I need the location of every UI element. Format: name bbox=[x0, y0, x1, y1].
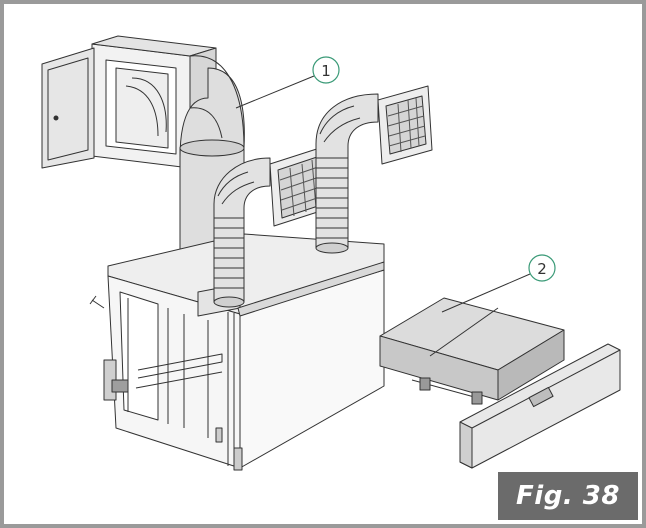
flexible-duct-right bbox=[315, 93, 379, 254]
callout-2: 2 bbox=[528, 254, 556, 282]
callout-1-number: 1 bbox=[321, 62, 331, 80]
vent-grille-left bbox=[269, 145, 331, 227]
callout-2-leader bbox=[441, 273, 531, 313]
stove-assembly-drawing: 1 2 bbox=[41, 35, 621, 471]
stove-body bbox=[89, 233, 385, 471]
vent-grille-right bbox=[377, 85, 433, 165]
callout-1-leader bbox=[235, 75, 315, 109]
figure-label: Fig. 38 bbox=[498, 472, 638, 520]
callout-2-number: 2 bbox=[537, 260, 547, 278]
inlet-door bbox=[41, 47, 95, 169]
drawer-tray bbox=[379, 297, 621, 469]
callout-1: 1 bbox=[312, 56, 340, 84]
flexible-duct-left bbox=[213, 157, 271, 308]
